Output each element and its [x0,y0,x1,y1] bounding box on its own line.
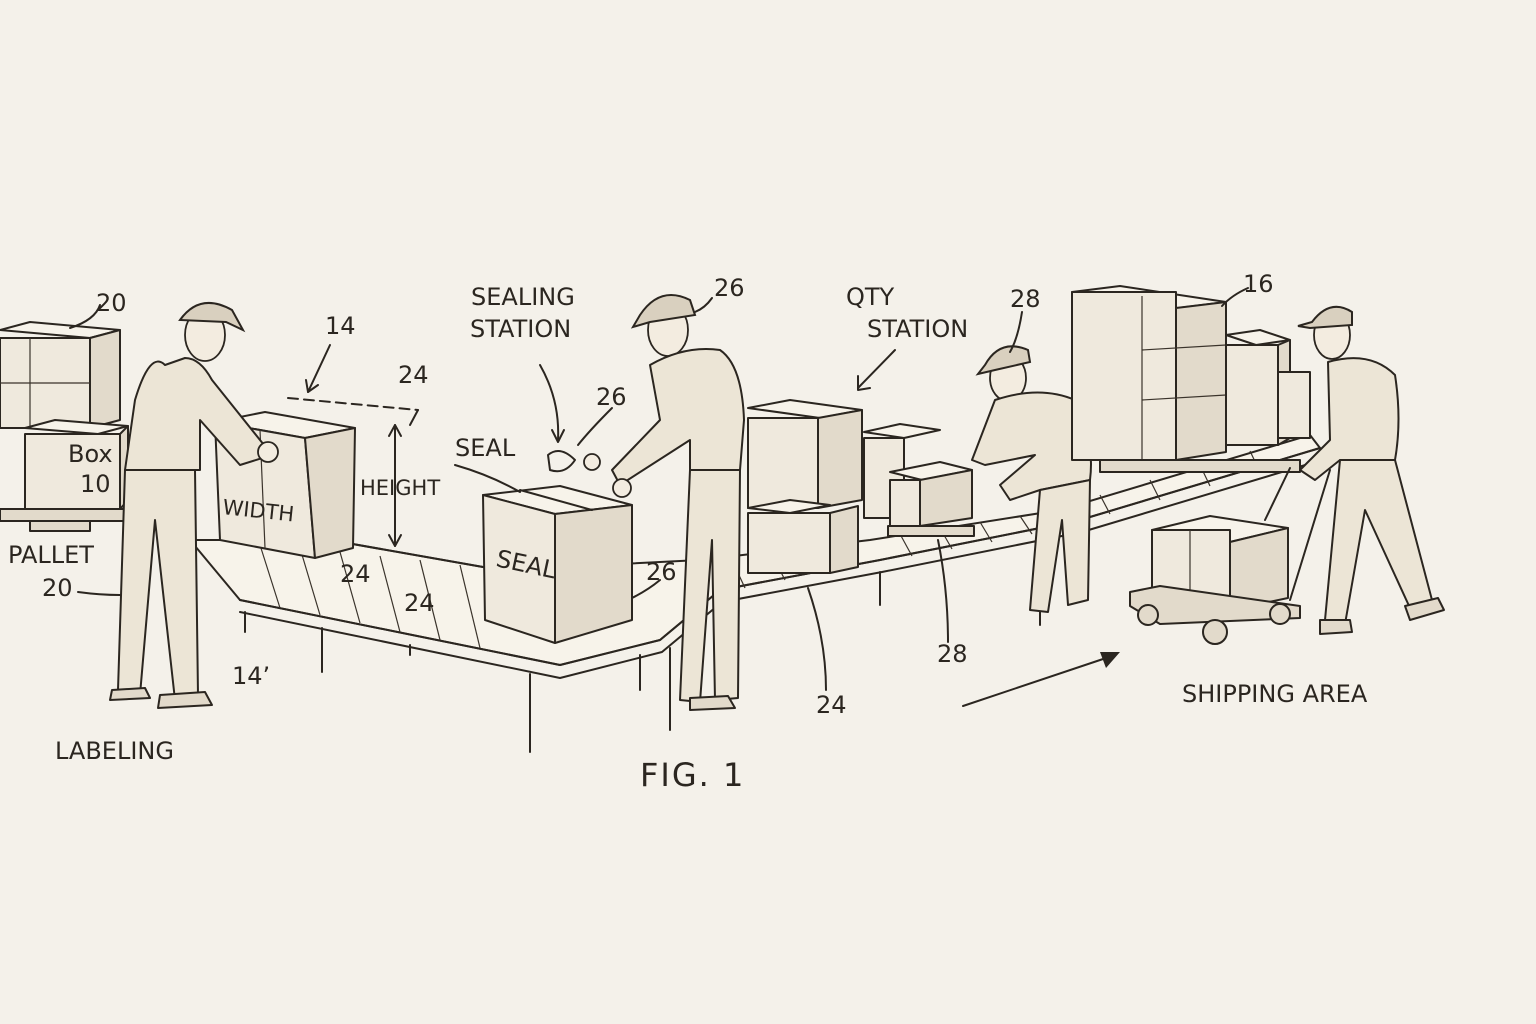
ref-28-bottom: 28 [937,640,968,668]
qty-station-line2: STATION [867,315,968,343]
pallet-label: PALLET [8,541,94,569]
worker-labeling [109,302,279,709]
qty-station-stacks [747,399,975,574]
ref-24-a: 24 [340,560,371,588]
ref-14-prime: 14’ [232,662,270,690]
pallet-stack-left [0,321,129,532]
sealing-station-line2: STATION [470,315,571,343]
leader-lines [69,287,1249,707]
dimension-lines [287,397,419,547]
ref-20-top: 20 [96,289,127,317]
ref-14: 14 [325,312,356,340]
pallet-number: 20 [42,574,73,602]
ref-28-top: 28 [1010,285,1041,313]
height-label: HEIGHT [360,476,440,500]
ref-24-b: 24 [404,589,435,617]
shipping-area-label: SHIPPING AREA [1182,680,1368,708]
hand-cart [1129,467,1331,645]
box-number: 10 [80,470,111,498]
ref-26-top: 26 [714,274,745,302]
sealing-box [482,450,633,644]
seal-label: SEAL [455,434,516,462]
measured-box [214,411,356,559]
ref-24-top: 24 [398,361,429,389]
box-label: Box [68,440,113,468]
worker-sealing [583,294,745,711]
shipping-pallet-stack [1071,285,1311,473]
worker-shipping [1297,305,1445,635]
ref-26-box: 26 [646,558,677,586]
ref-16: 16 [1243,270,1274,298]
ref-26-mid: 26 [596,383,627,411]
sealing-station-line1: SEALING [471,283,575,311]
qty-station-line1: QTY [846,283,895,311]
labeling-label: LABELING [55,737,174,765]
figure-caption: FIG. 1 [640,756,745,794]
ref-24-c: 24 [816,691,847,719]
